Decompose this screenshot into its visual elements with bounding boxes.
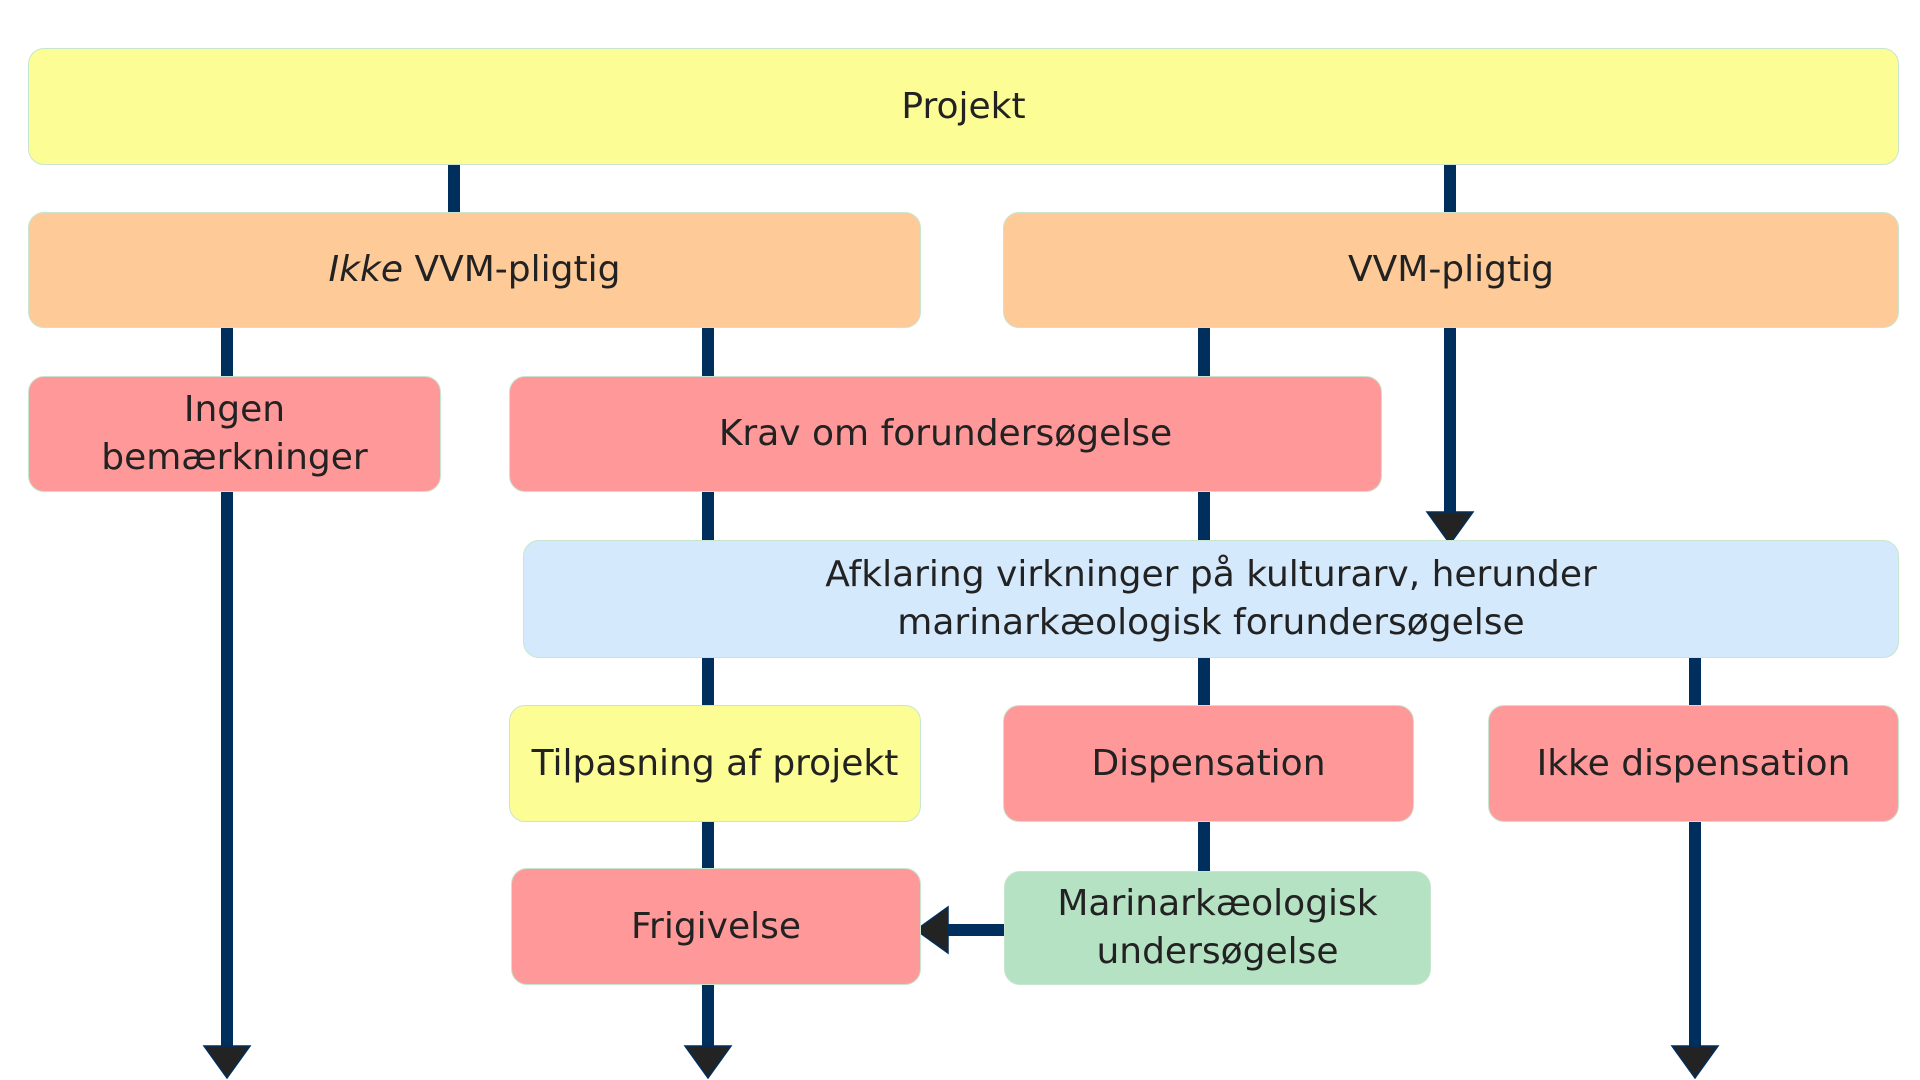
node-ikke-vvm-rest: VVM-pligtig <box>403 249 621 290</box>
node-afklaring-line2: marinarkæologisk forundersøgelse <box>897 602 1525 643</box>
arrowhead-down-icon <box>1670 1045 1720 1080</box>
node-frigivelse-label: Frigivelse <box>630 905 802 947</box>
arrowhead-down-icon <box>683 1045 733 1080</box>
node-ikke-vvm-label: Ikke VVM-pligtig <box>329 246 621 294</box>
node-ingen-line2: bemærkninger <box>101 437 368 478</box>
node-krav-label: Krav om forundersøgelse <box>718 413 1173 454</box>
node-afklaring: Afklaring virkninger på kulturarv, herun… <box>523 540 1899 658</box>
node-frigivelse: Frigivelse <box>511 868 921 985</box>
node-projekt-label: Projekt <box>901 85 1026 127</box>
node-ikke-vvm-pligtig: Ikke VVM-pligtig <box>28 212 921 328</box>
node-ingen-line1: Ingen <box>183 389 286 430</box>
node-vvm-pligtig: VVM-pligtig <box>1003 212 1899 328</box>
node-krav-om-forundersoegelse: Krav om forundersøgelse <box>509 376 1382 492</box>
node-ikke-dispensation: Ikke dispensation <box>1488 705 1899 822</box>
node-tilpasning-label: Tilpasning af projekt <box>531 742 899 784</box>
node-tilpasning-af-projekt: Tilpasning af projekt <box>509 705 921 822</box>
arrowhead-down-icon <box>1425 511 1475 546</box>
node-marin-line2: undersøgelse <box>1096 931 1339 972</box>
arrowhead-down-icon <box>202 1045 252 1080</box>
node-ikke-dispensation-label: Ikke dispensation <box>1536 742 1851 784</box>
node-projekt: Projekt <box>28 48 1899 165</box>
arrowhead-left-icon <box>914 905 949 955</box>
node-vvm-label: VVM-pligtig <box>1348 249 1554 290</box>
node-ikke-vvm-prefix: Ikke <box>328 249 404 290</box>
node-marinarkaeologisk-undersoegelse: Marinarkæologisk undersøgelse <box>1004 871 1431 985</box>
node-ingen-bemaerkninger: Ingen bemærkninger <box>28 376 441 492</box>
node-dispensation: Dispensation <box>1003 705 1414 822</box>
node-dispensation-label: Dispensation <box>1091 742 1326 784</box>
node-marin-line1: Marinarkæologisk <box>1057 883 1378 924</box>
node-afklaring-line1: Afklaring virkninger på kulturarv, herun… <box>825 554 1597 595</box>
